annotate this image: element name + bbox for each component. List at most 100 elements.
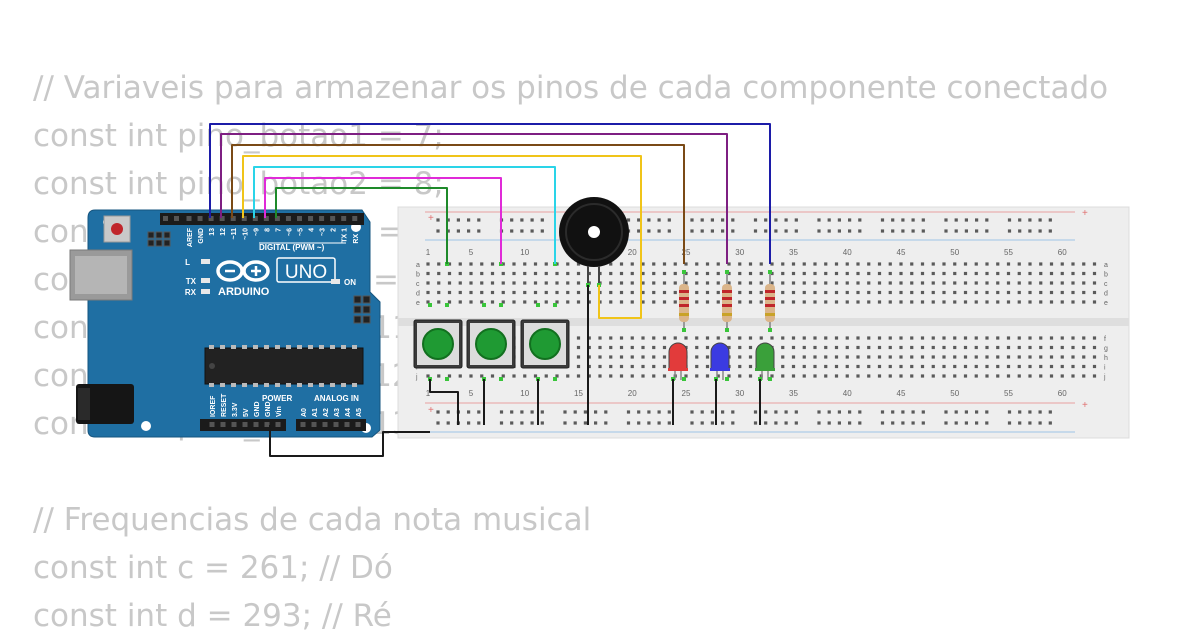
breadboard-hole bbox=[641, 300, 645, 304]
breadboard-hole bbox=[748, 262, 753, 266]
breadboard-hole bbox=[942, 345, 946, 350]
breadboard-hole bbox=[1082, 281, 1086, 285]
resistor-icon bbox=[722, 272, 732, 330]
breadboard-hole bbox=[544, 290, 548, 295]
rail-hole bbox=[540, 218, 544, 222]
rail-hole bbox=[637, 229, 641, 233]
breadboard-hole bbox=[942, 364, 946, 369]
breadboard-hole bbox=[985, 300, 989, 304]
breadboard-hole bbox=[910, 271, 914, 276]
breadboard-hole bbox=[1082, 290, 1086, 295]
rail-hole bbox=[858, 421, 862, 425]
connection-dot bbox=[482, 303, 486, 307]
breadboard-hole bbox=[619, 290, 624, 295]
breadboard-hole bbox=[781, 271, 785, 276]
rail-hole bbox=[794, 421, 798, 425]
breadboard-hole bbox=[985, 345, 989, 350]
breadboard-hole bbox=[1028, 374, 1032, 378]
column-number: 40 bbox=[843, 248, 852, 257]
rail-hole bbox=[657, 218, 661, 222]
breadboard-hole bbox=[813, 336, 817, 340]
breadboard-hole bbox=[458, 271, 462, 276]
breadboard-hole bbox=[662, 355, 667, 359]
breadboard-hole bbox=[662, 374, 667, 378]
breadboard-hole bbox=[759, 281, 763, 285]
breadboard-hole bbox=[856, 300, 860, 304]
chip-pin bbox=[319, 383, 324, 387]
header-pin bbox=[319, 216, 325, 221]
breadboard-hole bbox=[598, 374, 602, 378]
model-label: UNO bbox=[285, 262, 327, 283]
power-jack-detail bbox=[78, 388, 90, 420]
breadboard-hole bbox=[931, 355, 935, 359]
rail-hole bbox=[1038, 229, 1042, 233]
rail-hole bbox=[753, 410, 758, 414]
connection-dot bbox=[445, 377, 449, 381]
wire-pin-12 bbox=[220, 133, 728, 264]
breadboard-hole bbox=[920, 336, 925, 340]
rail-hole bbox=[1038, 421, 1042, 425]
rail-hole bbox=[594, 421, 598, 425]
rail-hole bbox=[530, 229, 534, 233]
breadboard-hole bbox=[910, 336, 914, 340]
rail-hole bbox=[446, 421, 450, 425]
column-number: 50 bbox=[950, 389, 959, 398]
rail-hole bbox=[446, 410, 450, 414]
resistor-band bbox=[765, 290, 775, 293]
breadboard-hole bbox=[910, 290, 914, 295]
breadboard-hole bbox=[759, 262, 763, 266]
wire-pin-9 bbox=[253, 166, 556, 264]
breadboard-hole bbox=[759, 300, 763, 304]
breadboard-hole bbox=[845, 300, 849, 304]
breadboard-hole bbox=[867, 281, 871, 285]
header-pin bbox=[186, 216, 192, 221]
breadboard-hole bbox=[490, 271, 495, 276]
led-rim bbox=[710, 368, 730, 371]
wire-gnd-button1 bbox=[429, 379, 459, 425]
on-led-icon bbox=[331, 279, 340, 284]
breadboard-hole bbox=[1071, 336, 1075, 340]
breadboard-hole bbox=[1071, 345, 1075, 350]
breadboard-hole bbox=[910, 345, 914, 350]
rail-hole bbox=[901, 229, 905, 233]
code-line: // Frequencias de cada nota musical bbox=[33, 502, 592, 538]
breadboard-hole bbox=[802, 281, 806, 285]
chip-pin bbox=[209, 345, 214, 349]
breadboard-hole bbox=[813, 355, 817, 359]
rail-hole bbox=[794, 229, 798, 233]
rail-hole bbox=[880, 410, 885, 414]
breadboard-hole bbox=[791, 290, 796, 295]
row-letter: e bbox=[1104, 300, 1108, 307]
icsp-pin bbox=[155, 231, 163, 239]
breadboard-hole bbox=[942, 355, 946, 359]
rail-hole bbox=[891, 229, 895, 233]
breadboard-hole bbox=[619, 374, 624, 378]
digital-pin-label: 12 bbox=[220, 228, 227, 236]
header-pin bbox=[330, 216, 336, 221]
chip-pin bbox=[220, 345, 225, 349]
breadboard-hole bbox=[490, 300, 495, 304]
digital-pin-label: ~6 bbox=[286, 228, 293, 236]
rx-led-icon bbox=[201, 289, 210, 294]
code-line: const int pino_botao2 = 8; bbox=[33, 166, 444, 202]
breadboard-hole bbox=[469, 374, 473, 378]
breadboard-hole bbox=[1082, 300, 1086, 304]
breadboard-hole bbox=[533, 281, 538, 285]
breadboard-hole bbox=[899, 300, 903, 304]
breadboard-hole bbox=[996, 290, 1000, 295]
breadboard-hole bbox=[791, 281, 796, 285]
breadboard-hole bbox=[834, 281, 839, 285]
breadboard-hole bbox=[1006, 336, 1011, 340]
rail-hole bbox=[710, 229, 714, 233]
breadboard-hole bbox=[996, 300, 1000, 304]
breadboard-hole bbox=[480, 281, 484, 285]
breadboard-hole bbox=[555, 374, 559, 378]
connection-dot bbox=[768, 328, 772, 332]
breadboard-hole bbox=[587, 271, 591, 276]
header-pin bbox=[355, 422, 361, 427]
breadboard-hole bbox=[931, 374, 935, 378]
connection-dot bbox=[725, 377, 729, 381]
rail-hole bbox=[891, 218, 895, 222]
rail-hole bbox=[667, 218, 671, 222]
breadboard-hole bbox=[888, 271, 892, 276]
